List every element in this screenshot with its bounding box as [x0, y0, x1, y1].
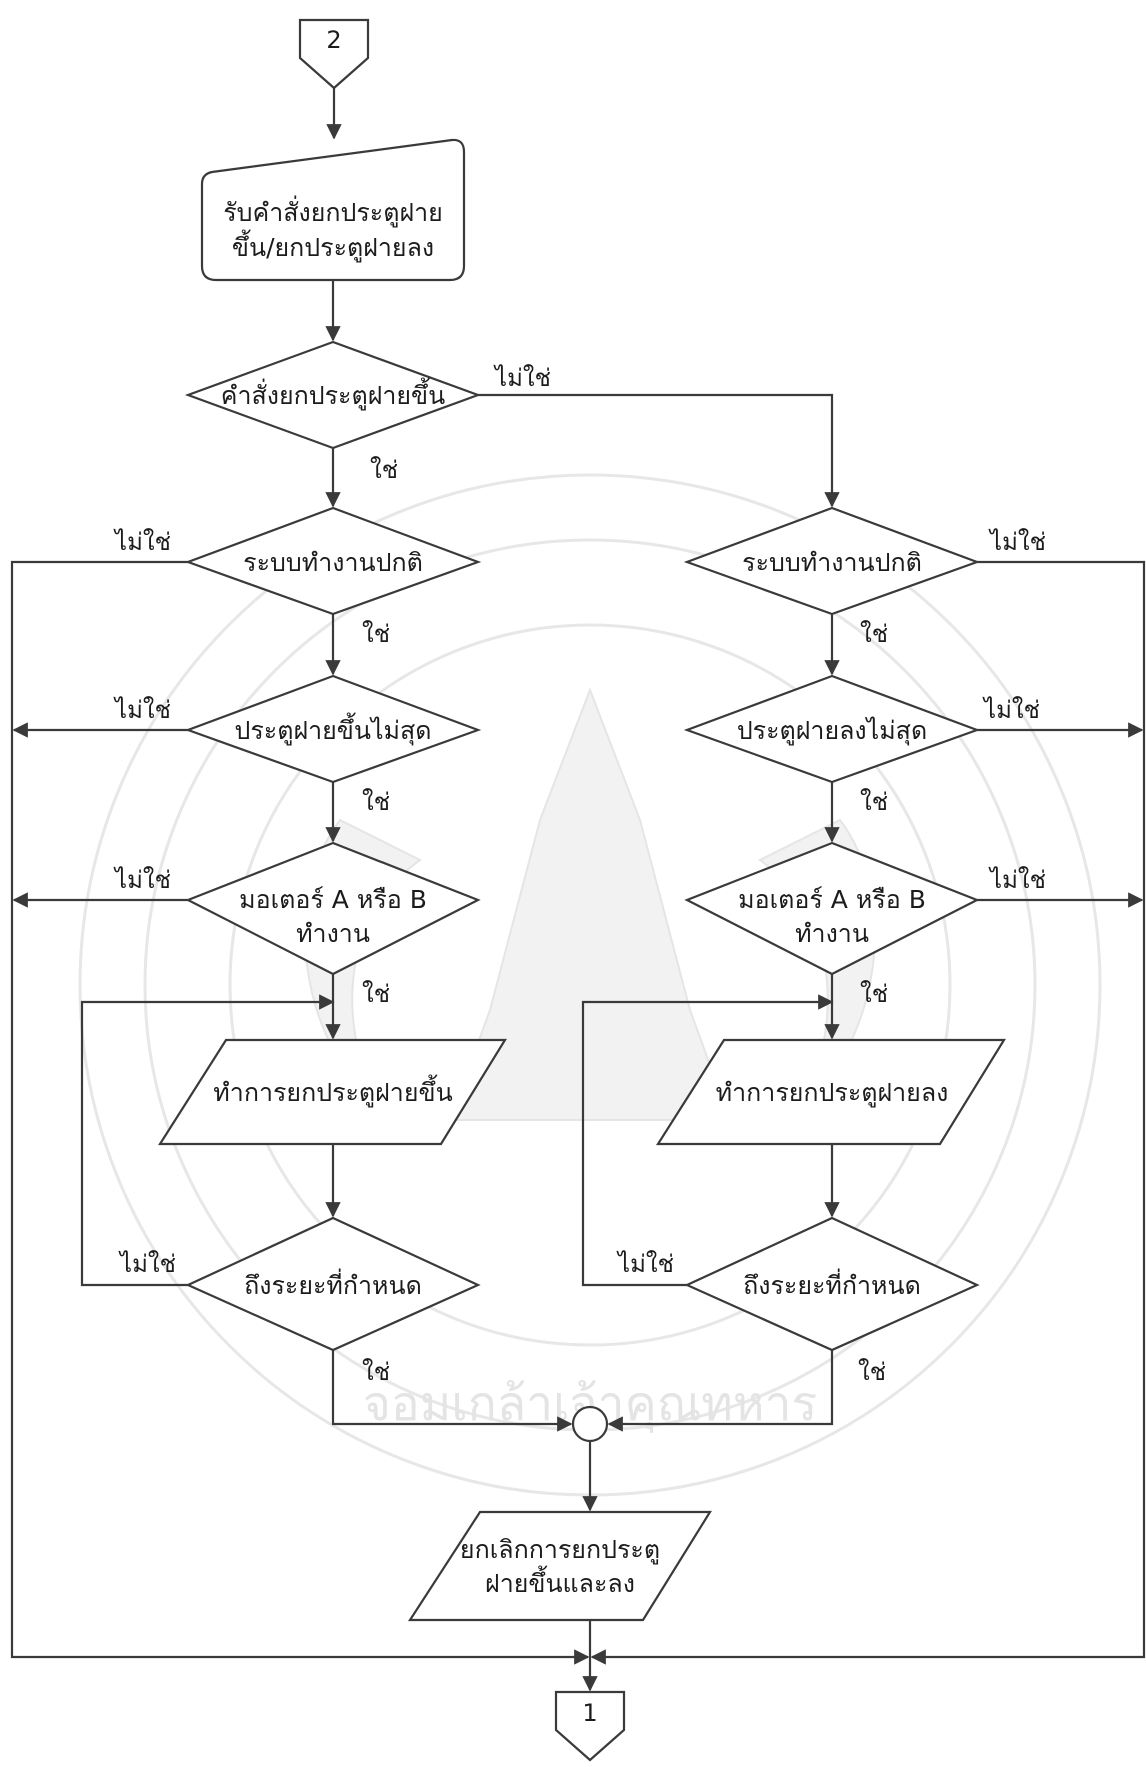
edge-decision-no: [478, 393, 840, 508]
up-motor-line1: มอเตอร์ A หรือ B: [239, 885, 427, 914]
edge-up-loop-no: [80, 994, 335, 1287]
label-yes-down-reached: ใช่: [858, 1358, 886, 1386]
label-no-decision: ไม่ใช่: [493, 364, 551, 392]
label-yes-down-normal: ใช่: [860, 620, 888, 648]
down-reached-label: ถึงระยะที่กำหนด: [743, 1268, 921, 1300]
decision-down-gate-not-bottom: ประตูฝายลงไม่สุด: [683, 674, 981, 784]
label-yes-down-motor: ใช่: [860, 980, 888, 1008]
down-motor-line2: ทำงาน: [795, 919, 869, 948]
label-no-down-normal: ไม่ใช่: [988, 528, 1046, 556]
process-cancel: ยกเลิกการยกประตู ฝายขึ้นและลง: [407, 1510, 712, 1622]
label-no-up-reached: ไม่ใช่: [118, 1250, 176, 1278]
up-reached-label: ถึงระยะที่กำหนด: [244, 1268, 422, 1300]
up-raise-gate-label: ทำการยกประตูฝายขึ้น: [213, 1074, 452, 1108]
edge-down-reached-yes: [607, 1350, 834, 1432]
up-system-normal-label: ระบบทำงานปกติ: [243, 548, 423, 577]
up-motor-line2: ทำงาน: [296, 919, 370, 948]
cancel-line1: ยกเลิกการยกประตู: [460, 1535, 660, 1565]
label-no-down-gate: ไม่ใช่: [982, 696, 1040, 724]
decision-up-command: คำสั่งยกประตูฝายขึ้น: [184, 340, 482, 450]
connector-top: 2: [298, 18, 370, 90]
label-no-up-normal: ไม่ใช่: [113, 528, 171, 556]
receive-command-line1: รับคำสั่งยกประตูฝาย: [223, 195, 443, 228]
label-no-down-reached: ไม่ใช่: [616, 1250, 674, 1278]
connector-bottom: 1: [554, 1690, 626, 1762]
decision-down-reached: ถึงระยะที่กำหนด: [684, 1216, 980, 1352]
edge-up-reached-yes: [331, 1350, 573, 1432]
connector-bottom-label: 1: [582, 1699, 597, 1727]
label-yes-decision: ใช่: [370, 456, 398, 484]
label-yes-up-gate: ใช่: [362, 788, 390, 816]
label-yes-up-reached: ใช่: [362, 1358, 390, 1386]
label-no-up-gate: ไม่ใช่: [113, 696, 171, 724]
edge-left-bus: [10, 560, 590, 1665]
decision-up-command-label: คำสั่งยกประตูฝายขึ้น: [221, 377, 446, 411]
label-no-up-motor: ไม่ใช่: [113, 866, 171, 894]
edge-down-loop-no: [581, 994, 834, 1287]
decision-up-reached: ถึงระยะที่กำหนด: [185, 1216, 481, 1352]
down-system-normal-label: ระบบทำงานปกติ: [742, 548, 922, 577]
cancel-line2: ฝายขึ้นและลง: [485, 1565, 635, 1598]
process-up-raise-gate: ทำการยกประตูฝายขึ้น: [157, 1038, 507, 1146]
connector-top-label: 2: [326, 26, 341, 54]
decision-down-system-normal: ระบบทำงานปกติ: [683, 506, 981, 616]
down-gate-not-bottom-label: ประตูฝายลงไม่สุด: [737, 716, 927, 746]
up-gate-not-top-label: ประตูฝายขึ้นไม่สุด: [234, 712, 431, 746]
watermark-seal: จอมเกล้าเจ้าคุณทหาร: [78, 473, 1102, 1497]
label-yes-down-gate: ใช่: [860, 788, 888, 816]
decision-up-motor: มอเตอร์ A หรือ B ทำงาน: [185, 841, 481, 976]
decision-up-gate-not-top: ประตูฝายขึ้นไม่สุด: [184, 674, 482, 784]
edge-right-bus: [590, 560, 1146, 1665]
receive-command-node: รับคำสั่งยกประตูฝาย ขึ้น/ยกประตูฝายลง: [200, 138, 466, 282]
receive-command-line2: ขึ้น/ยกประตูฝายลง: [232, 229, 434, 263]
process-down-lower-gate: ทำการยกประตูฝายลง: [655, 1038, 1006, 1146]
decision-up-system-normal: ระบบทำงานปกติ: [184, 506, 482, 616]
label-no-down-motor: ไม่ใช่: [988, 866, 1046, 894]
down-lower-gate-label: ทำการยกประตูฝายลง: [716, 1078, 949, 1108]
down-motor-line1: มอเตอร์ A หรือ B: [738, 885, 926, 914]
label-yes-up-normal: ใช่: [362, 620, 390, 648]
decision-down-motor: มอเตอร์ A หรือ B ทำงาน: [684, 841, 980, 976]
merge-junction: [571, 1405, 609, 1443]
label-yes-up-motor: ใช่: [362, 980, 390, 1008]
